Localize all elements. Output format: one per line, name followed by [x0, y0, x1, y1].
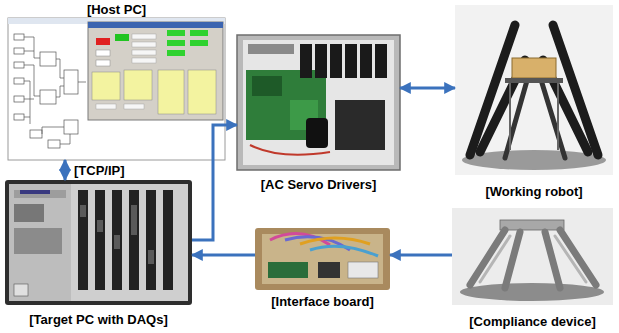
node-label: [Target PC with DAQs] [29, 312, 167, 327]
arrow-connector [192, 254, 255, 257]
arrow-connector [64, 160, 67, 180]
node-label: [Interface board] [271, 294, 374, 309]
arrow-connector [400, 87, 455, 90]
interface-board [255, 228, 390, 290]
photo-node: [Host PC] [8, 2, 225, 160]
photo-node: [AC Servo Drivers] [237, 35, 400, 192]
target-pc-chassis [5, 180, 192, 305]
arrow-connector [390, 254, 452, 257]
photo-node: [Interface board] [255, 225, 390, 309]
hexapod-working-robot [455, 5, 613, 175]
node-label: [AC Servo Drivers] [261, 177, 377, 192]
compliance-device [452, 208, 613, 305]
node-label: [Compliance device] [469, 314, 595, 329]
photo-node: [Target PC with DAQs] [5, 180, 192, 327]
node-label: [Host PC] [87, 2, 146, 17]
edge-label: [TCP/IP] [72, 163, 127, 178]
photo-node: [Compliance device] [452, 208, 613, 329]
host-pc-screenshot [8, 18, 225, 160]
servo-driver-cabinet [237, 35, 400, 170]
photo-node: [Working robot] [455, 5, 613, 199]
arrow-connector [192, 125, 237, 240]
node-label: [Working robot] [485, 184, 582, 199]
